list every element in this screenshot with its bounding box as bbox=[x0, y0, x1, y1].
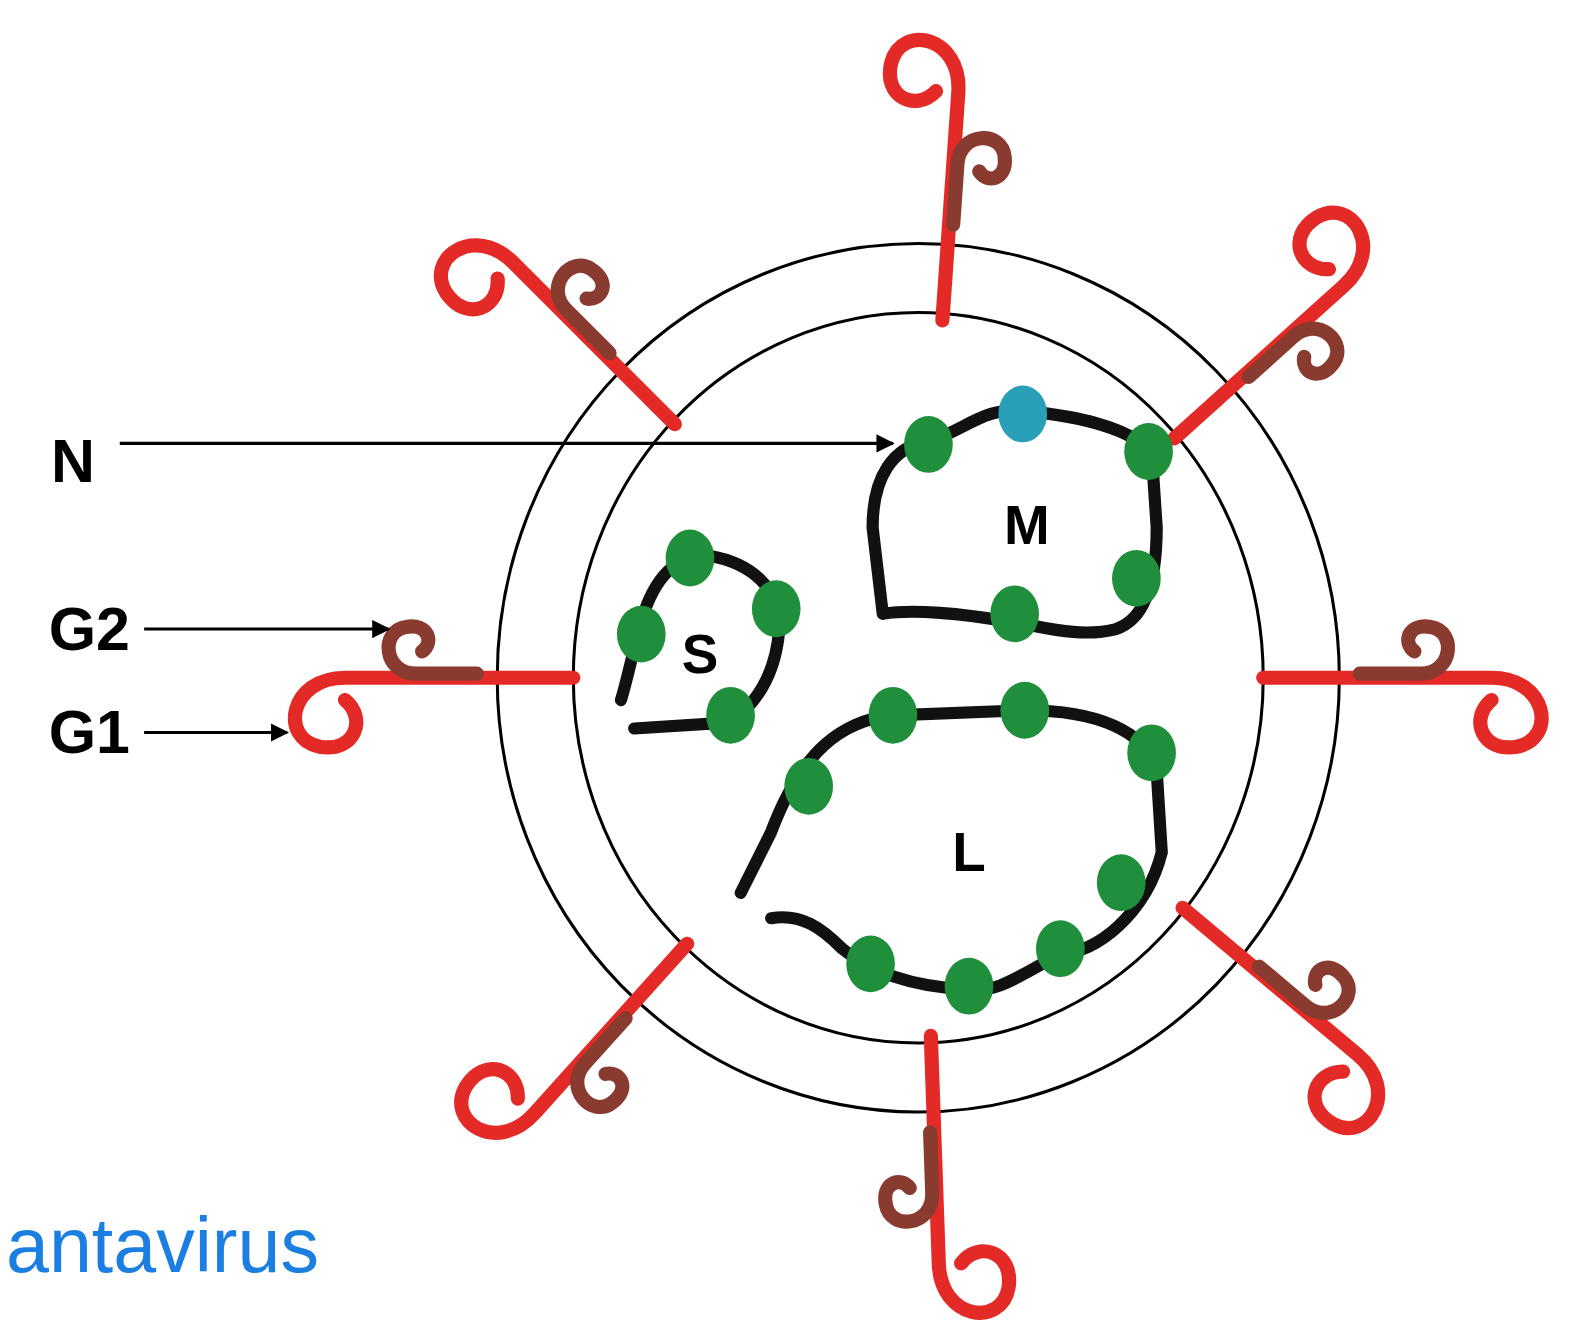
rna-segments bbox=[621, 410, 1162, 990]
glycoprotein-spike bbox=[295, 626, 573, 747]
leader-arrow bbox=[144, 731, 287, 734]
glycoprotein-spike bbox=[429, 191, 711, 473]
glycoprotein-spike bbox=[873, 38, 1013, 324]
virus-name: antavirus bbox=[6, 1207, 319, 1284]
nucleocapsid-dot-highlight bbox=[998, 386, 1047, 443]
glycoprotein-spike bbox=[1128, 200, 1416, 476]
segment-label: M bbox=[1004, 498, 1050, 553]
segment-label: L bbox=[952, 825, 985, 880]
leader-arrows bbox=[120, 443, 893, 732]
leader-arrow bbox=[120, 442, 893, 445]
glycoprotein-spike bbox=[449, 897, 725, 1185]
glycoprotein-spike bbox=[1138, 869, 1429, 1141]
part-label: G2 bbox=[49, 599, 130, 660]
l-segment bbox=[741, 710, 1162, 990]
part-label: G1 bbox=[49, 702, 130, 763]
leader-arrow bbox=[144, 628, 389, 631]
glycoprotein-spike bbox=[880, 1034, 1011, 1316]
segment-label: S bbox=[682, 627, 719, 682]
part-label: N bbox=[51, 431, 95, 492]
glycoprotein-spike bbox=[1263, 626, 1541, 747]
nucleocapsid-dots bbox=[617, 416, 1176, 1015]
